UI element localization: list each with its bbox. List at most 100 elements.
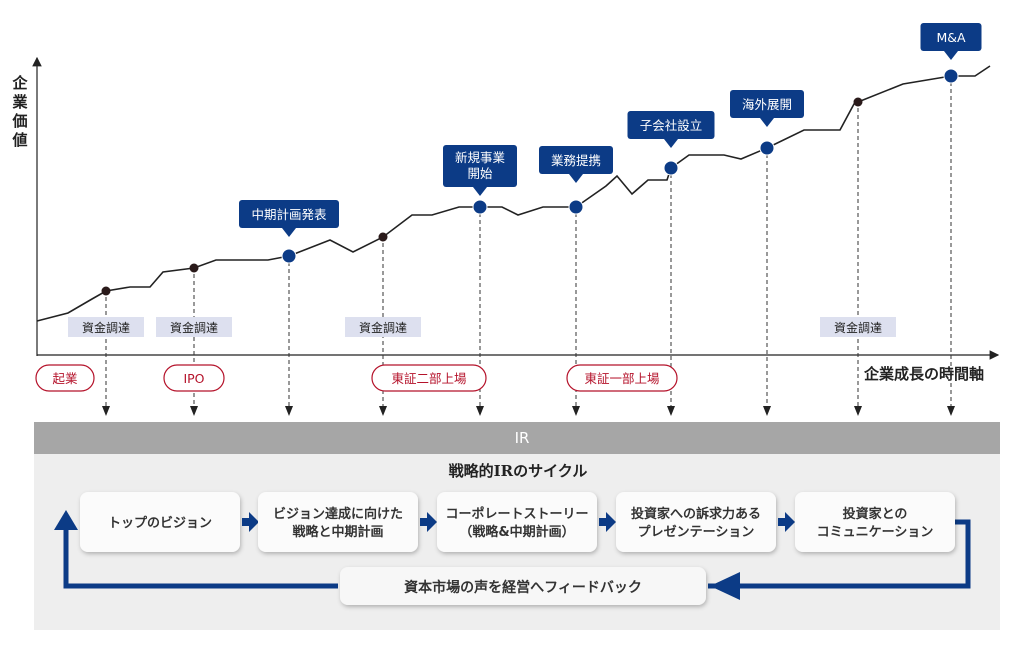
funding-dot [378,232,388,242]
event-callout-box [239,200,339,228]
event-ma: M&A [920,23,982,416]
event-funding-4: 資金調達 [820,97,896,416]
down-arrow-icon [102,406,110,416]
event-callout-box [443,145,517,187]
event-callout-box [920,23,982,51]
cycle-step-box [616,492,776,552]
cycle-title: 戦略的IRのサイクル [449,462,588,480]
event-funding-1: 資金調達 [68,286,144,416]
event-callout-pointer [944,51,958,60]
cycle-arrow-shaft [599,518,607,526]
milestone-pill-border [163,364,225,392]
feedback-arrowhead-up [54,510,78,530]
funding-tag [156,317,232,337]
event-callout-pointer [760,118,774,127]
down-arrow-icon [476,406,484,416]
down-arrow-icon [854,406,862,416]
funding-tag [345,317,421,337]
feedback-arrowhead-left [710,572,740,600]
down-arrow-icon [667,406,675,416]
event-callout-pointer [664,139,678,148]
ir-bar-label: IR [515,429,530,447]
milestone-dot [472,199,488,215]
event-callout-box [730,90,804,118]
funding-tag-label: 資金調達 [834,320,882,335]
enterprise-value-line [36,65,991,322]
cycle-step-box [795,492,955,552]
cycle-step-label: プレゼンテーション [638,524,755,540]
milestone-dot [663,160,679,176]
feedback-box [340,567,706,605]
cycle-arrow-icon [785,512,795,532]
milestone-dot [281,248,297,264]
cycle-step-label: トップのビジョン [108,515,212,531]
event-callout-label: 海外展開 [742,97,792,112]
event-callout-label: 新規事業 [455,150,506,165]
cycle-step-box [80,492,240,552]
milestone-dot [943,68,959,84]
down-arrow-icon [947,406,955,416]
milestone-pill: IPO [163,364,225,392]
funding-tag-label: 資金調達 [82,320,130,335]
funding-tag-label: 資金調達 [170,320,218,335]
event-callout-label: 開始 [467,166,493,181]
cycle-arrow-shaft [778,518,786,526]
event-callout-label: 業務提携 [551,153,601,168]
milestone-dot [568,199,584,215]
event-callout-pointer [282,228,296,237]
x-axis-label: 企業成長の時間軸 [863,365,984,383]
event-callout-box [539,146,613,174]
cycle-step-box [258,492,418,552]
event-business-alliance: 業務提携 [539,146,613,416]
milestone-pill-border [35,364,95,392]
milestone-pill-border [371,364,487,392]
cycle-step: トップのビジョン [80,492,240,552]
event-callout-box [627,111,715,139]
cycle-step-box [437,492,597,552]
milestone-pill-border [566,364,678,392]
milestone-pill: 東証一部上場 [566,364,678,392]
cycle-arrow-icon [427,512,437,532]
event-callout-label: M&A [936,30,966,45]
y-axis-label-char: 価 [11,112,27,130]
down-arrow-icon [572,406,580,416]
y-axis-label-char: 企 [11,74,28,92]
cycle-arrow-shaft [242,518,250,526]
cycle-step-label: 投資家への訴求力ある [631,506,761,522]
event-callout-pointer [569,174,583,183]
cycle-step-label: コーポレートストーリー [445,506,588,522]
milestone-label: 起業 [52,371,78,386]
cycle-arrow-icon [249,512,259,532]
milestone-label: 東証一部上場 [584,371,659,386]
cycle-arrow-shaft [420,518,428,526]
cycle-arrow-icon [606,512,616,532]
funding-dot [853,97,863,107]
event-midterm-plan: 中期計画発表 [239,200,339,416]
cycle-step-label: 戦略と中期計画 [292,524,383,540]
milestone-label: IPO [183,371,204,386]
down-arrow-icon [379,406,387,416]
funding-tag-label: 資金調達 [359,320,407,335]
y-axis-label-char: 値 [11,131,27,149]
cycle-step-label: 投資家との [843,506,908,522]
milestone-pill: 起業 [35,364,95,392]
funding-tag [820,317,896,337]
cycle-step-label: （戦略&中期計画） [459,524,574,540]
event-funding-2: 資金調達 [156,263,232,416]
milestone-pill: 東証二部上場 [371,364,487,392]
down-arrow-icon [190,406,198,416]
cycle-step-label: コミュニケーション [817,525,934,540]
event-callout-label: 中期計画発表 [251,207,327,222]
ir-bar [34,422,1000,454]
event-callout-label: 子会社設立 [640,118,703,133]
down-arrow-icon [763,406,771,416]
cycle-step: コーポレートストーリー （戦略&中期計画） [437,492,597,552]
event-overseas: 海外展開 [730,90,804,416]
milestone-label: 東証二部上場 [391,371,466,386]
